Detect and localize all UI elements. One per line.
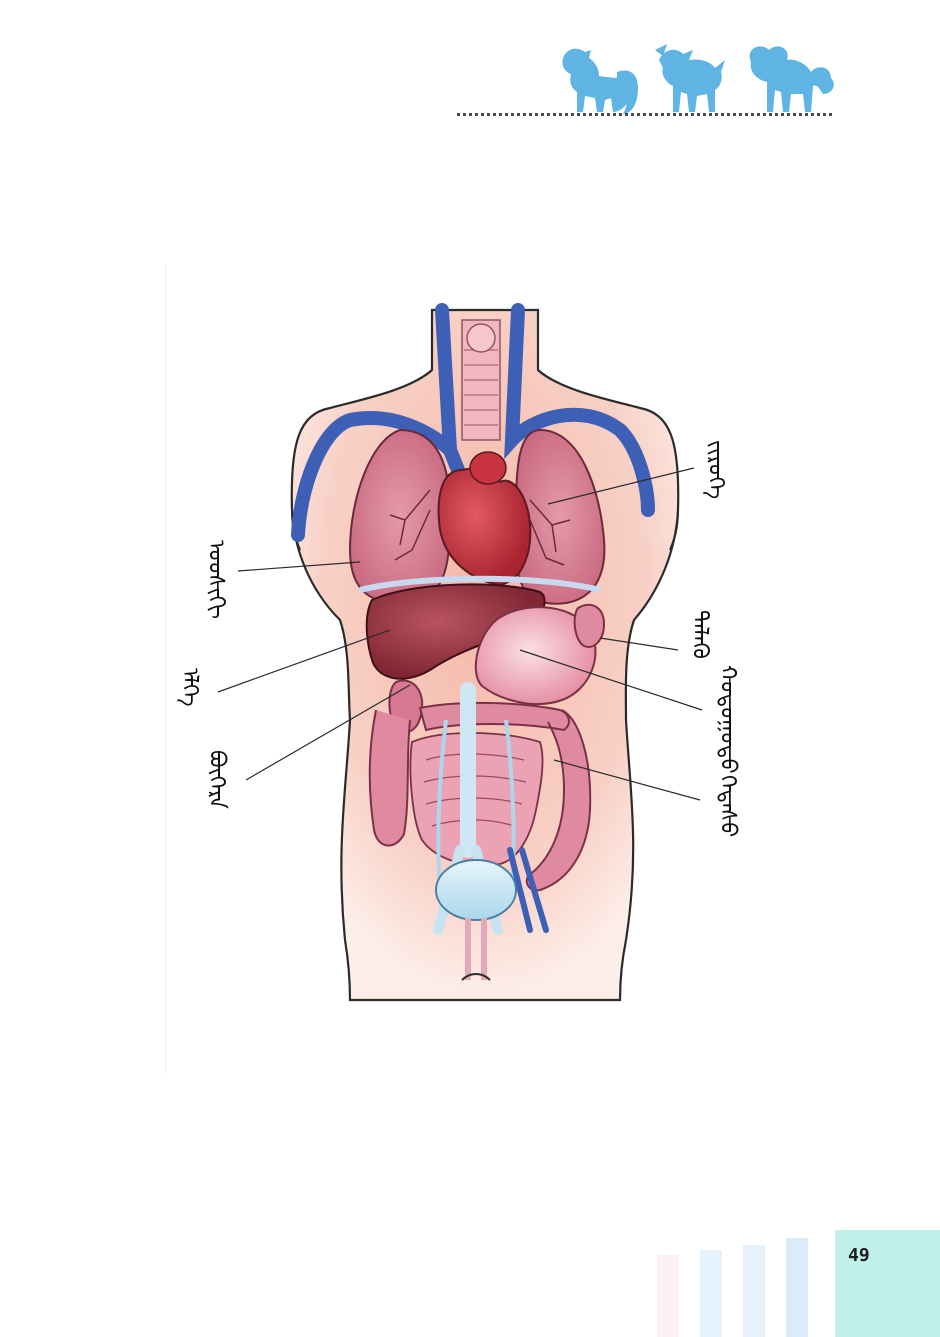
- page-number-tab: [835, 1230, 940, 1337]
- label-intestine: ᠭᠡᠳᠡᠰᠦ: [715, 775, 740, 838]
- label-kidney: ᠪᠦᠭᠡᠷᠡ: [204, 750, 229, 809]
- page-number: 49: [848, 1245, 870, 1266]
- margin-line: [165, 265, 166, 1073]
- label-liver: ᠡᠯᠬᠡ: [177, 668, 202, 707]
- label-lung: ᠤᠤᠰᠢᠬᠢ: [203, 540, 228, 620]
- footer-deco-bar: [700, 1250, 722, 1337]
- footer-deco-bar: [743, 1245, 765, 1337]
- bladder: [435, 859, 517, 921]
- footer-deco-bar: [657, 1255, 679, 1337]
- footer-deco-bar: [786, 1238, 808, 1337]
- spleen: [573, 603, 606, 648]
- header-dotted-rule: [457, 113, 832, 116]
- label-spleen: ᠳᠡᠯᠡᠬᠦ: [687, 610, 712, 659]
- anatomy-diagram: [217, 303, 703, 1002]
- heart: [437, 467, 532, 587]
- pony-silhouettes-icon: [562, 44, 834, 114]
- label-heart: ᠵᠢᠷᠦᠬᠡ: [703, 440, 728, 500]
- label-stomach: ᠬᠣᠳᠣᠭᠣᠳᠣ: [715, 665, 740, 774]
